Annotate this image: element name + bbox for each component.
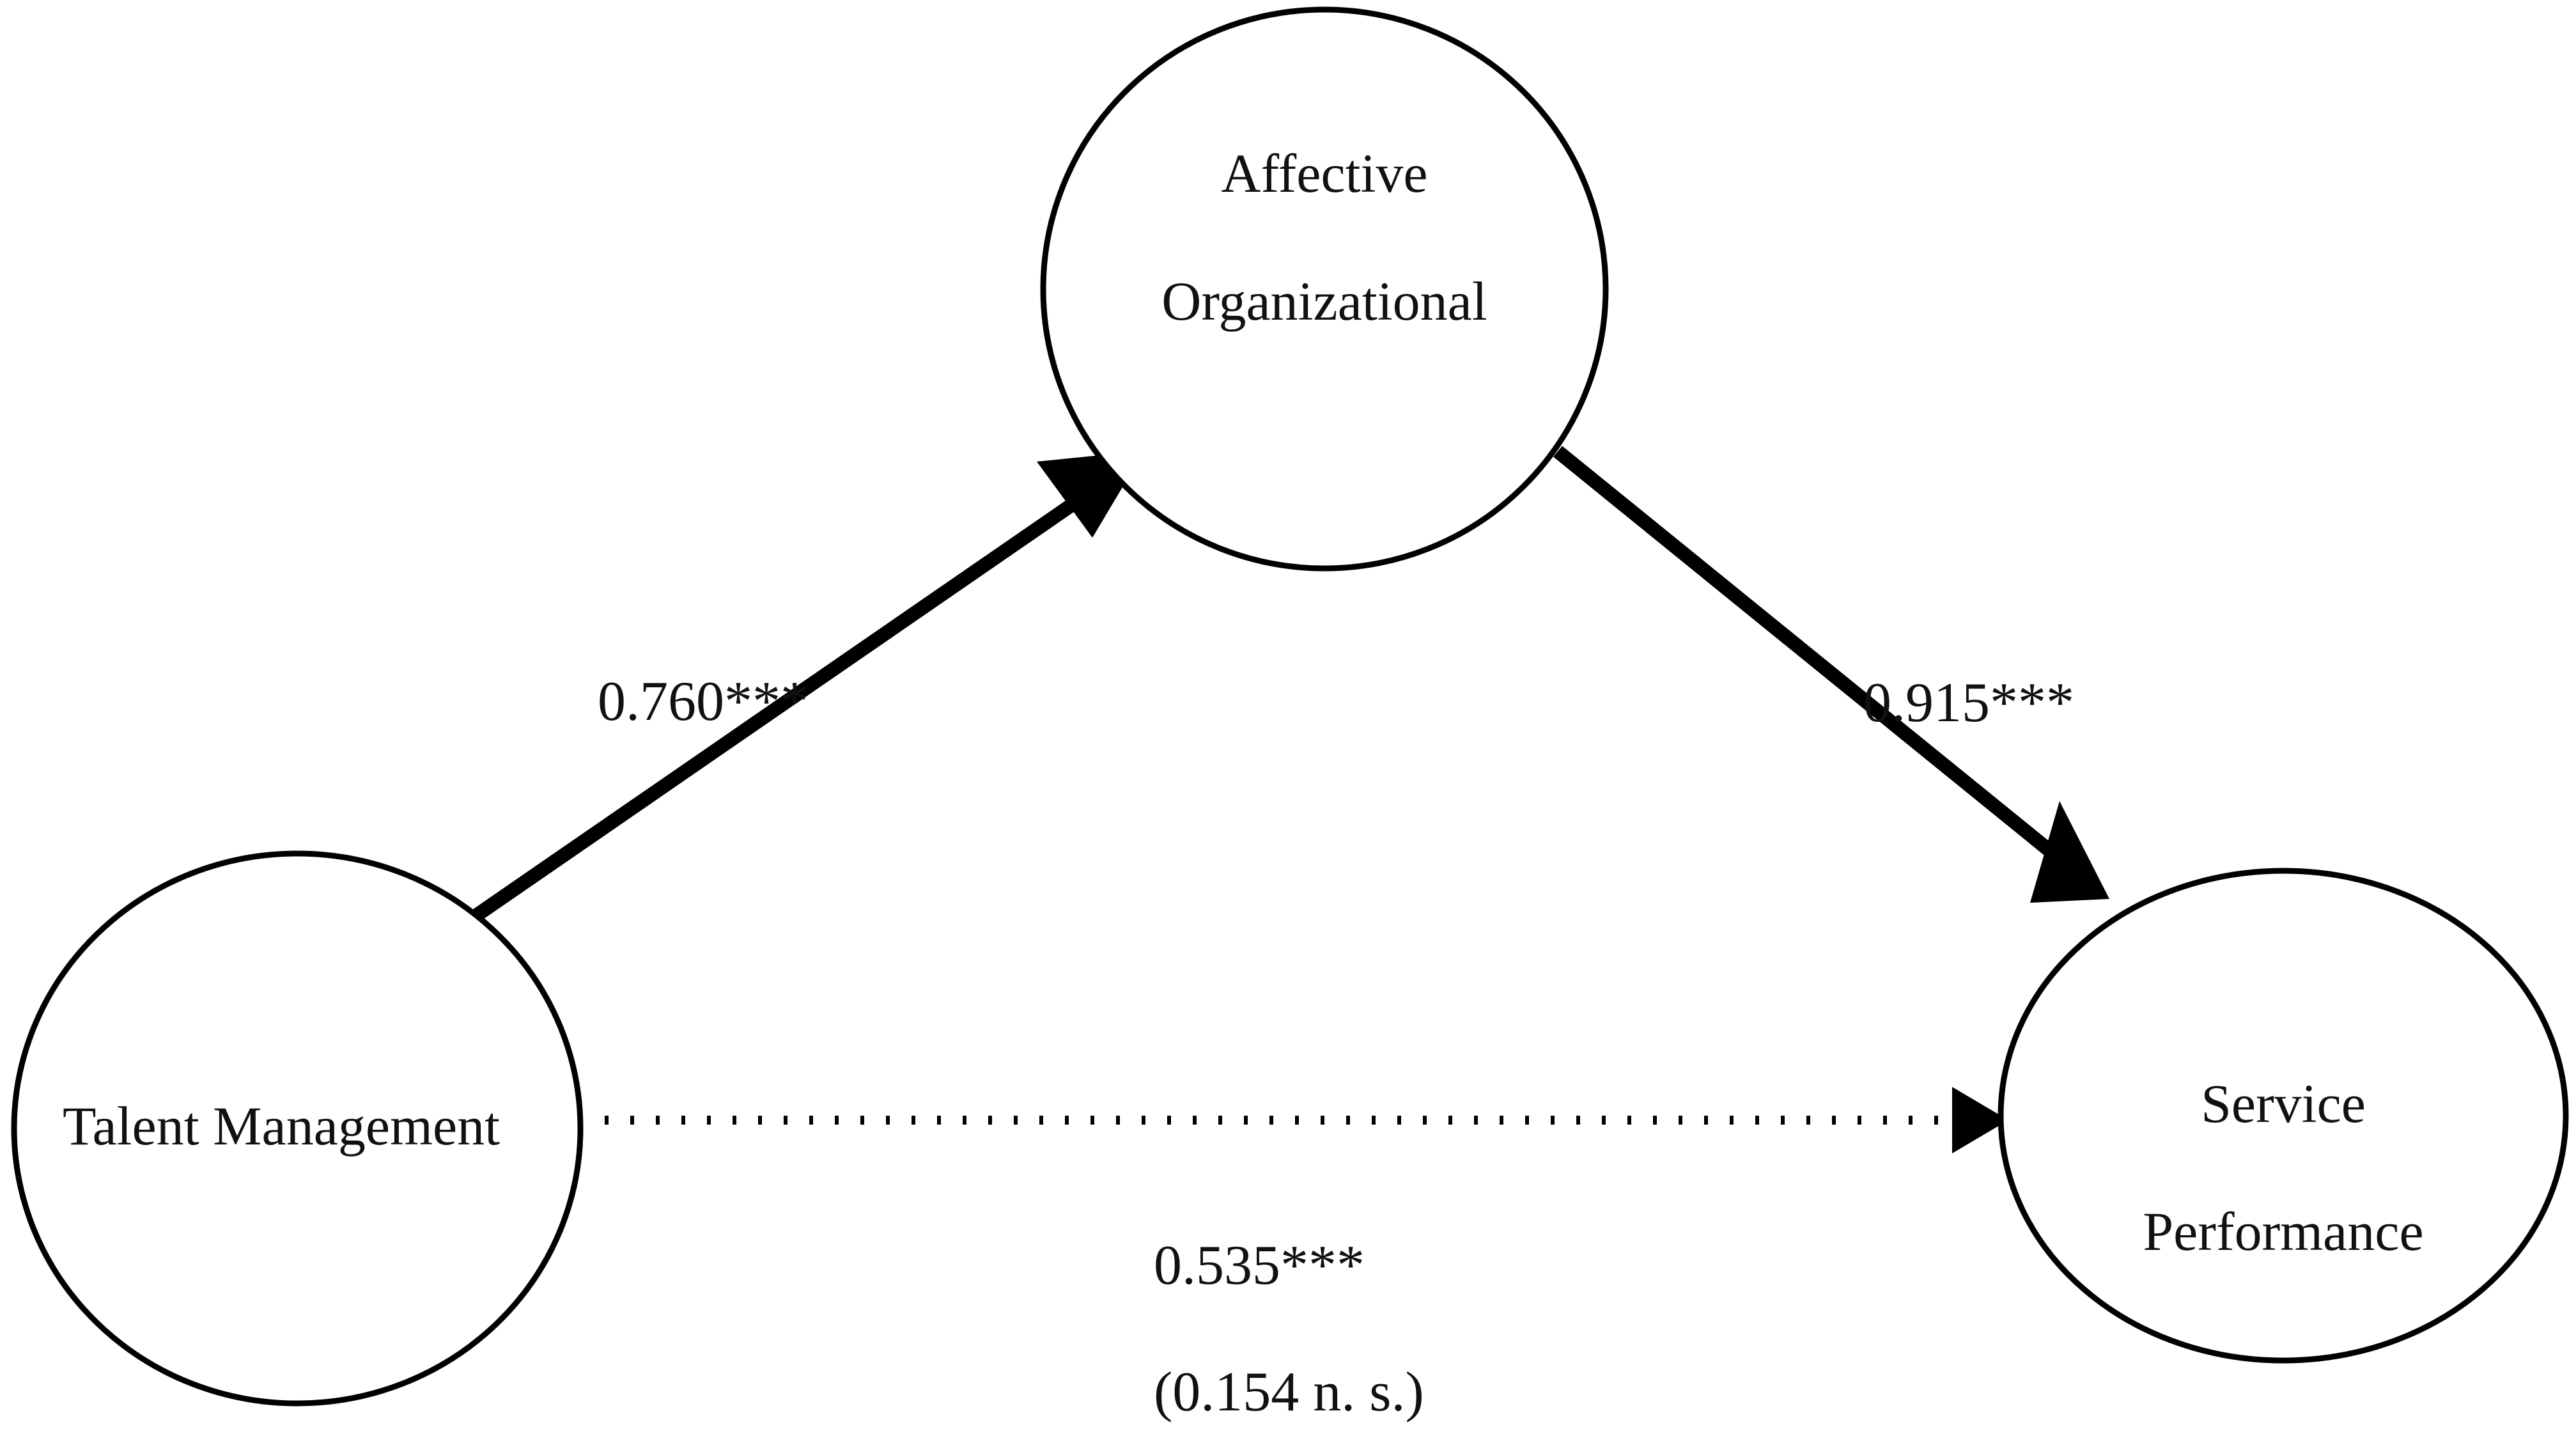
node-service-performance[interactable]: Service Performance xyxy=(1998,868,2569,1364)
service-performance-label-line2: Performance xyxy=(2143,1201,2423,1262)
talent-management-circle[interactable] xyxy=(11,850,584,1407)
affective-to-service-arrowhead xyxy=(2030,801,2109,903)
edge-talent-to-service xyxy=(579,1087,2008,1153)
coefficient-label-direct-effect: (0.154 n. s.) xyxy=(1154,1361,1424,1423)
talent-to-affective-line xyxy=(472,456,1137,922)
talent-management-label: Talent Management xyxy=(63,1095,500,1157)
service-performance-label-line1: Service xyxy=(2201,1073,2366,1134)
node-affective-organizational[interactable]: Affective Organizational xyxy=(1040,6,1609,572)
affective-organizational-label-line1: Affective xyxy=(1221,143,1427,204)
affective-organizational-label-line2: Organizational xyxy=(1161,270,1487,332)
edge-talent-to-affective xyxy=(472,451,1144,922)
talent-to-service-arrowhead xyxy=(1952,1087,2008,1153)
affective-to-service-line xyxy=(1553,446,2095,889)
coefficient-label-affective-to-service: 0.915*** xyxy=(1863,672,2074,734)
coefficient-label-total-effect: 0.535*** xyxy=(1154,1235,1365,1297)
node-talent-management[interactable]: Talent Management xyxy=(11,850,584,1407)
affective-organizational-circle[interactable] xyxy=(1040,6,1609,572)
service-performance-circle[interactable] xyxy=(1998,868,2569,1364)
edge-affective-to-service xyxy=(1553,446,2109,903)
coefficient-label-talent-to-affective: 0.760*** xyxy=(598,671,809,733)
